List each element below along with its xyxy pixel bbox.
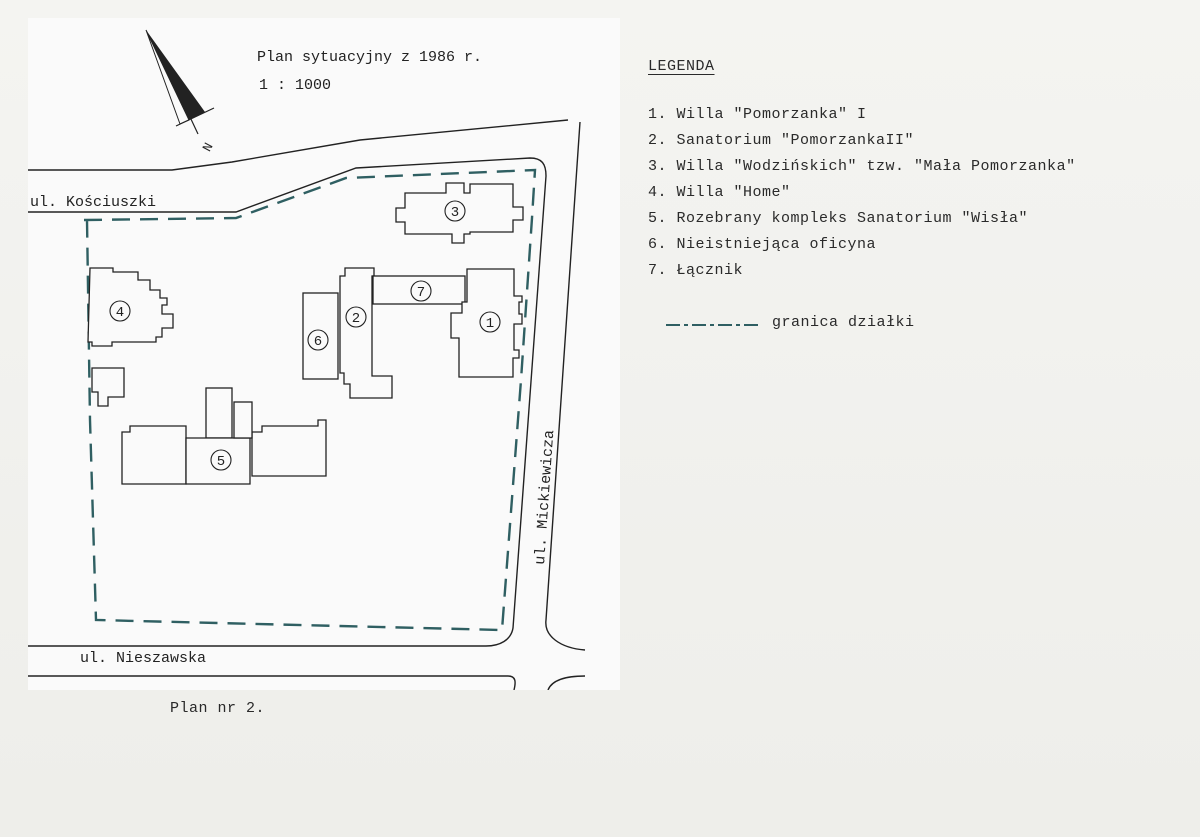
building-label-6: 6 — [314, 334, 322, 350]
building-label-3: 3 — [451, 205, 459, 221]
mickiew-street-edge-east — [545, 121, 586, 651]
legend-boundary-sample — [666, 324, 762, 326]
site-plan-drawing: N Plan sytuacyjny z 1986 r. 1 : 1000 ul.… — [28, 29, 586, 690]
legend-item: 6. Nieistniejąca oficyna — [648, 236, 877, 253]
corner-curve — [547, 675, 586, 690]
building-5-west-wing — [121, 425, 187, 485]
plan-scale: 1 : 1000 — [259, 77, 331, 94]
building-3 — [395, 182, 524, 244]
nieszaw-street-edge-south — [28, 675, 516, 690]
north-label: N — [200, 140, 217, 154]
legend-boundary-label: granica działki — [772, 314, 915, 331]
building-5-east-wing — [251, 419, 327, 477]
building-label-5: 5 — [217, 454, 225, 470]
legend-item: 2. Sanatorium "PomorzankaII" — [648, 132, 915, 149]
building-5 — [185, 437, 251, 485]
legend-item: 3. Willa "Wodzińskich" tzw. "Mała Pomorz… — [648, 158, 1076, 175]
building-label-7: 7 — [417, 285, 425, 301]
building-1 — [450, 268, 523, 378]
legend-item: 5. Rozebrany kompleks Sanatorium "Wisła" — [648, 210, 1029, 227]
legend-item: 1. Willa "Pomorzanka" I — [648, 106, 867, 123]
legend-item: 7. Łącznik — [648, 262, 744, 279]
building-label-1: 1 — [486, 316, 494, 332]
building-label-2: 2 — [352, 311, 360, 327]
plan-caption: Plan nr 2. — [170, 700, 266, 717]
building-6 — [302, 292, 339, 380]
plan-title: Plan sytuacyjny z 1986 r. — [257, 49, 482, 66]
building-label-4: 4 — [116, 305, 124, 321]
building-5-annex — [233, 401, 253, 439]
street-label-koscius: ul. Kościuszki — [30, 194, 156, 211]
plot-boundary — [83, 168, 537, 632]
koscius-street-edge-north — [28, 119, 569, 171]
legend-title: LEGENDA — [648, 58, 715, 75]
site-plan-map: N Plan sytuacyjny z 1986 r. 1 : 1000 ul.… — [28, 18, 620, 690]
street-label-nieszaw: ul. Nieszawska — [80, 650, 206, 667]
mickiew-street-edge-west — [28, 175, 547, 647]
building-5-tower — [205, 387, 233, 439]
small-shed — [91, 367, 125, 407]
building-4 — [87, 267, 174, 347]
legend-item: 4. Willa "Home" — [648, 184, 791, 201]
north-arrow: N — [145, 29, 217, 154]
koscius-street-edge-south — [28, 157, 547, 213]
